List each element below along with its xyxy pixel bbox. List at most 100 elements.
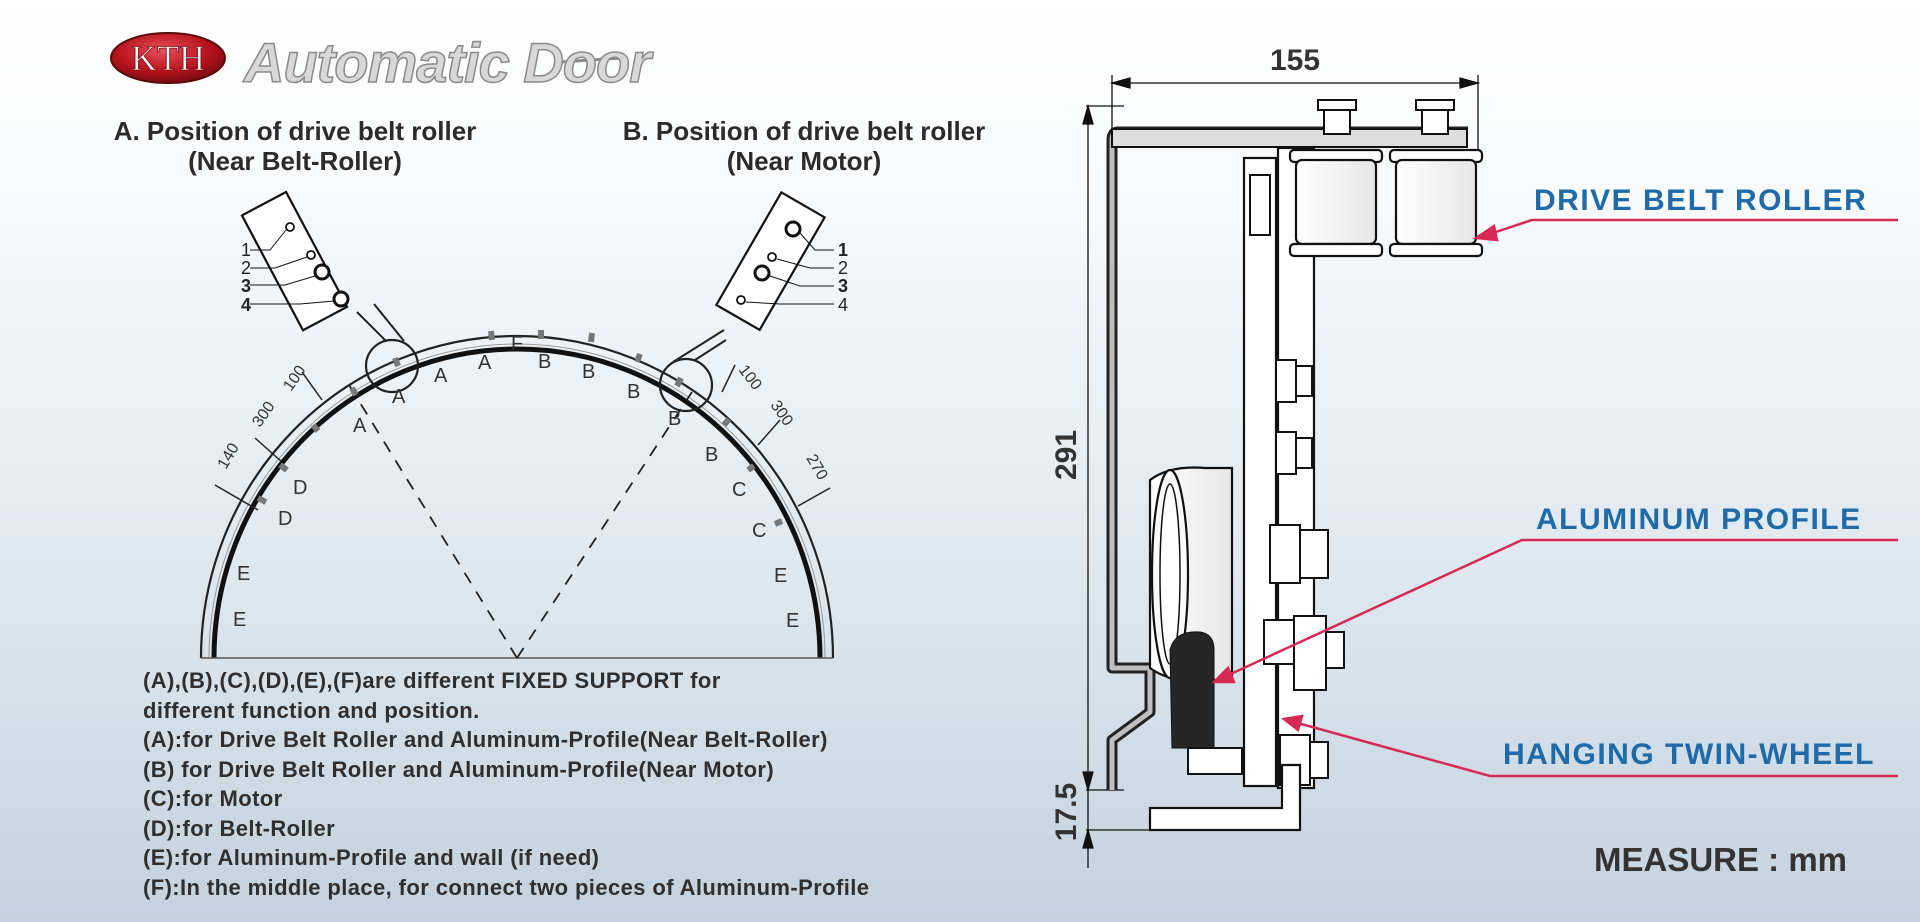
dimension-155 xyxy=(1109,75,1481,152)
hole-label: 3 xyxy=(241,276,251,296)
hole-label: 2 xyxy=(241,258,251,278)
hanger-plate xyxy=(1242,156,1278,788)
plate-slot xyxy=(1249,174,1271,236)
hole-label: 3 xyxy=(838,276,848,296)
hanging-twin-wheel xyxy=(1148,466,1243,775)
arc-letter: A xyxy=(478,352,492,374)
arc-diagram xyxy=(199,303,835,659)
arc-dim-140: 140 xyxy=(215,440,243,472)
drive-belt-roller-left xyxy=(1288,99,1384,258)
arc-dim-300-left: 300 xyxy=(249,399,278,431)
arc-letter: B xyxy=(668,408,681,430)
arc-dimension-marks xyxy=(214,364,831,511)
logo-badge-text: KTH xyxy=(131,38,205,78)
arc-support-ticks xyxy=(256,330,784,527)
hole-1 xyxy=(285,222,295,232)
diagram-b-title-line1: B. Position of drive belt roller xyxy=(622,116,986,146)
note-line: (F):In the middle place, for connect two… xyxy=(143,874,870,900)
top-plate xyxy=(1111,128,1468,148)
arc-letter: E xyxy=(774,565,787,587)
arc-letter: B xyxy=(538,351,551,373)
plate-bolts xyxy=(1263,359,1345,786)
diagram-a-title-line1: A. Position of drive belt roller xyxy=(113,116,477,146)
arc-mid xyxy=(208,343,826,659)
hole-1 xyxy=(784,220,802,238)
drive-belt-roller-right xyxy=(1388,99,1484,258)
hole-4 xyxy=(332,290,350,308)
note-line: different function and position. xyxy=(143,697,480,723)
diagram-a-title: A. Position of drive belt roller (Near B… xyxy=(100,116,490,176)
arc-letter: A xyxy=(434,365,448,387)
logo-wordmark: Automatic Door xyxy=(243,30,652,95)
hole-label: 1 xyxy=(241,240,251,260)
arc-letter: B xyxy=(582,361,595,383)
arc-letter: D xyxy=(278,508,292,530)
arc-dim-300-right: 300 xyxy=(767,398,796,430)
hole-2 xyxy=(306,250,316,260)
arc-letter: B xyxy=(705,444,718,466)
arc-letter: D xyxy=(293,477,307,499)
hole-label: 2 xyxy=(838,258,848,278)
hole-label: 1 xyxy=(838,240,848,260)
hole-3 xyxy=(313,263,331,281)
magnifier-pointer-a xyxy=(356,303,405,342)
bottom-foot xyxy=(1148,763,1302,832)
leader-hanging-twin-wheel xyxy=(1293,720,1898,778)
note-line: (E):for Aluminum-Profile and wall (if ne… xyxy=(143,845,600,870)
logo-swoosh xyxy=(559,56,623,64)
magnifier-circle-a xyxy=(364,338,420,394)
note-line: (B) for Drive Belt Roller and Aluminum-P… xyxy=(143,756,775,782)
callout-hanging-twin-wheel: HANGING TWIN-WHEEL xyxy=(1503,738,1875,771)
hole-4 xyxy=(736,295,746,305)
dimension-labels: 155 291 17.5 xyxy=(1050,44,1320,841)
kth-logo: KTH xyxy=(110,32,226,84)
arc-labels: A A A A F B B B B B C C D D E E E E 100 … xyxy=(215,333,831,632)
leader-aluminum-profile xyxy=(1221,538,1898,680)
note-line: (D):for Belt-Roller xyxy=(143,815,336,841)
measure-unit: MEASURE : mm xyxy=(1594,841,1848,878)
arc-letter: A xyxy=(353,415,367,437)
hole-label: 4 xyxy=(838,295,848,315)
magnifier-pointer-b xyxy=(672,329,727,363)
hole-3 xyxy=(753,264,771,282)
dimension-17-5-label: 17.5 xyxy=(1050,783,1083,841)
logo-badge xyxy=(110,32,226,84)
magnifier-circle-b xyxy=(658,357,714,413)
bracket-detail-b: 1 2 3 4 xyxy=(714,190,848,332)
dimension-291-label: 291 xyxy=(1050,430,1083,480)
dimension-291 xyxy=(1082,103,1124,793)
diagram-a-title-line2: (Near Belt-Roller) xyxy=(188,146,402,176)
dashed-line-right xyxy=(516,391,693,659)
arc-letter: A xyxy=(392,386,406,408)
dashed-line-left xyxy=(345,379,518,659)
arc-letter: E xyxy=(237,563,250,585)
callout-leaders xyxy=(1210,218,1898,778)
arc-dim-270: 270 xyxy=(803,452,831,484)
arc-outer xyxy=(199,334,835,659)
note-line: (C):for Motor xyxy=(143,786,283,811)
arc-letter: C xyxy=(752,520,766,542)
arc-letter: E xyxy=(786,610,799,632)
arc-letter: F xyxy=(511,333,523,355)
arc-dim-100-left: 100 xyxy=(280,363,309,395)
diagram-b-title-line2: (Near Motor) xyxy=(726,146,882,176)
dimension-17-5 xyxy=(1082,790,1150,868)
arc-dim-100-right: 100 xyxy=(735,362,765,394)
cross-section-drawing xyxy=(1082,75,1484,868)
support-notes: (A),(B),(C),(D),(E),(F)are different FIX… xyxy=(143,666,869,902)
hole-label: 4 xyxy=(241,295,251,315)
note-line: (A):for Drive Belt Roller and Aluminum-P… xyxy=(143,727,828,752)
arc-letter: C xyxy=(732,479,746,501)
arc-inner xyxy=(211,346,823,659)
hole-2 xyxy=(767,252,777,262)
callout-aluminum-profile: ALUMINUM PROFILE xyxy=(1536,503,1862,536)
note-line: (A),(B),(C),(D),(E),(F)are different FIX… xyxy=(143,668,721,693)
arc-letter: E xyxy=(233,609,246,631)
bracket-detail-a: 1 2 3 4 xyxy=(240,190,350,332)
callout-drive-belt-roller: DRIVE BELT ROLLER xyxy=(1534,184,1868,217)
arc-letter: B xyxy=(627,381,640,403)
leader-drive-belt-roller xyxy=(1483,218,1898,238)
dimension-155-label: 155 xyxy=(1270,44,1320,77)
diagram-b-title: B. Position of drive belt roller (Near M… xyxy=(608,116,1000,176)
